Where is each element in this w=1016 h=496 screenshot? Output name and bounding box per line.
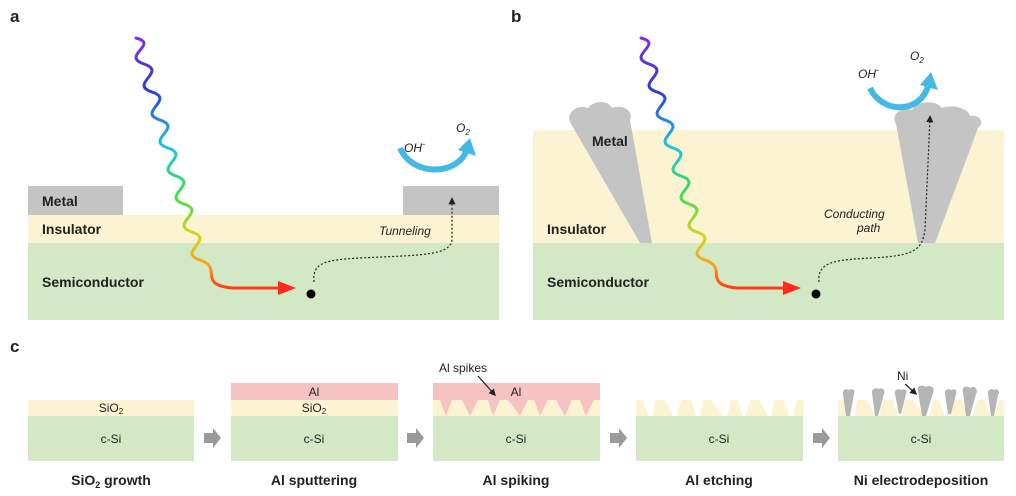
al-spikes [440,400,594,416]
step-arrow-2 [407,428,424,448]
al-layer [231,383,398,400]
insulator-layer [28,215,499,243]
step-title: Al spiking [483,472,550,488]
al-layer [433,383,600,400]
step-al-sputtering: c-Si SiO2 Al Al sputtering [231,383,398,488]
oh-label-b: OH- [858,65,879,81]
ni-callout-arrow [904,383,918,395]
light-arrowhead-b [783,281,801,295]
conducting-path [818,115,934,283]
metal-label-b: Metal [592,133,628,149]
semiconductor-layer [28,243,499,320]
csi-label: c-Si [304,432,325,446]
step-title: Ni electrodeposition [854,472,989,488]
conducting-label-line2: path [856,221,881,235]
callout-arrow [477,375,496,397]
step-arrow-3 [610,428,627,448]
panel-letter-a: a [10,7,20,26]
oh-label: OH- [404,139,425,155]
insulator-label-b: Insulator [547,221,607,237]
light-wave-b [639,36,793,290]
step-arrow-4 [813,428,830,448]
sio2-label: SiO2 [99,401,124,416]
tunneling-path [313,197,456,283]
csi-substrate [636,416,803,461]
sio2-label: SiO2 [302,401,327,416]
step-title: Al sputtering [271,472,357,488]
tunneling-label: Tunneling [379,224,431,238]
semiconductor-label-b: Semiconductor [547,274,649,290]
metal-label: Metal [42,193,78,209]
oxygen-evolution-arrow-b [867,84,931,111]
panel-b: b Metal Insulator Semiconductor Conducti… [511,7,1004,320]
oxygen-arrowhead [458,138,476,156]
charge-carrier-dot-b [811,289,821,299]
ni-deposits [842,385,1000,416]
csi-label: c-Si [709,432,730,446]
metal-cone-right [894,102,982,243]
semiconductor-label: Semiconductor [42,274,144,290]
conducting-label-line1: Conducting [824,207,885,221]
o2-label: O2 [456,121,470,137]
metal-contact-left [28,186,123,215]
panel-c: c c-Si SiO2 SiO2 growth c-Si SiO2 Al Al … [10,337,1004,490]
step-title: Al etching [685,472,753,488]
al-spikes-callout: Al spikes [439,361,487,375]
csi-label: c-Si [101,432,122,446]
csi-substrate [28,416,194,461]
panel-letter-c: c [10,337,19,356]
csi-substrate [433,416,600,461]
sio2-layer [231,400,398,416]
semiconductor-layer-b [533,243,1004,320]
ni-callout: Ni [897,369,908,383]
csi-substrate [231,416,398,461]
al-label: Al [309,385,320,399]
step-al-spiking: c-Si Al Al spikes Al spiking [433,361,600,488]
charge-carrier-dot [306,289,316,299]
oxygen-arrowhead-b [920,72,938,90]
step-arrow-1 [204,428,221,448]
metal-contact-right [403,186,499,215]
panel-a: a Metal Insulator Semiconductor Tunnelin… [10,7,499,320]
etched-oxide [838,400,1004,416]
step-ni-electrodeposition: c-Si Ni Ni electrodeposition [838,369,1004,488]
csi-label: c-Si [506,432,527,446]
sio2-layer [28,400,194,416]
metal-cone-left [569,102,652,243]
etched-oxide [636,400,803,416]
step-title: SiO2 growth [71,472,151,490]
csi-label: c-Si [911,432,932,446]
step-sio2-growth: c-Si SiO2 SiO2 growth [28,400,194,490]
al-label: Al [511,385,522,399]
light-arrowhead [278,281,296,295]
csi-substrate [838,416,1004,461]
oxygen-evolution-arrow [397,146,469,173]
panel-letter-b: b [511,7,521,26]
light-wave [134,36,288,290]
o2-label-b: O2 [910,49,924,65]
step-al-etching: c-Si Al etching [636,400,803,488]
insulator-label: Insulator [42,221,102,237]
